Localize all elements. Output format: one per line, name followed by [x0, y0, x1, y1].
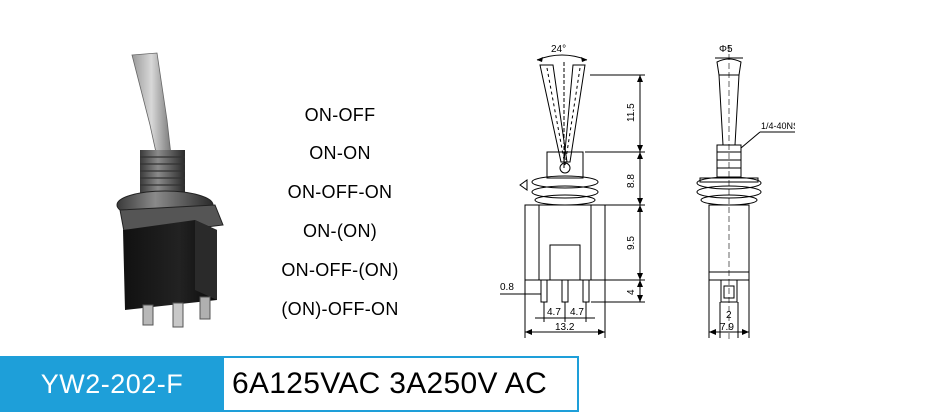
model-number: YW2-202-F [40, 368, 184, 399]
function-item: ON-OFF-ON [287, 182, 393, 202]
dimension-drawing: 24° [495, 40, 799, 345]
pin-pitch-right-label: 4.7 [570, 307, 584, 318]
side-width-label: 7.9 [720, 322, 734, 333]
body-width-label: 13.2 [555, 322, 575, 333]
toggle-switch-photo [95, 45, 245, 335]
terminal-width-label: 0.8 [500, 282, 514, 293]
model-banner: YW2-202-F [0, 356, 224, 412]
body-height-label: 9.5 [626, 236, 637, 250]
rating-box: 6A125VAC 3A250V AC [224, 356, 579, 412]
function-item: ON-OFF-(ON) [281, 260, 399, 280]
terminal-height-label: 4 [626, 289, 637, 295]
bushing-height-label: 8.8 [626, 174, 637, 188]
function-item: ON-(ON) [302, 221, 378, 241]
angle-label: 24° [551, 44, 566, 55]
electrical-rating: 6A125VAC 3A250V AC [232, 367, 548, 400]
pin-pitch-left-label: 4.7 [547, 307, 561, 318]
thread-spec-label: 1/4-40NS [761, 121, 795, 131]
function-item: ON-OFF [304, 105, 376, 125]
function-item: ON-ON [309, 143, 371, 163]
function-item: (ON)-OFF-ON [281, 299, 399, 319]
lever-height-label: 11.5 [626, 103, 637, 122]
lever-tip-diameter-label: Φ5 [719, 44, 733, 55]
